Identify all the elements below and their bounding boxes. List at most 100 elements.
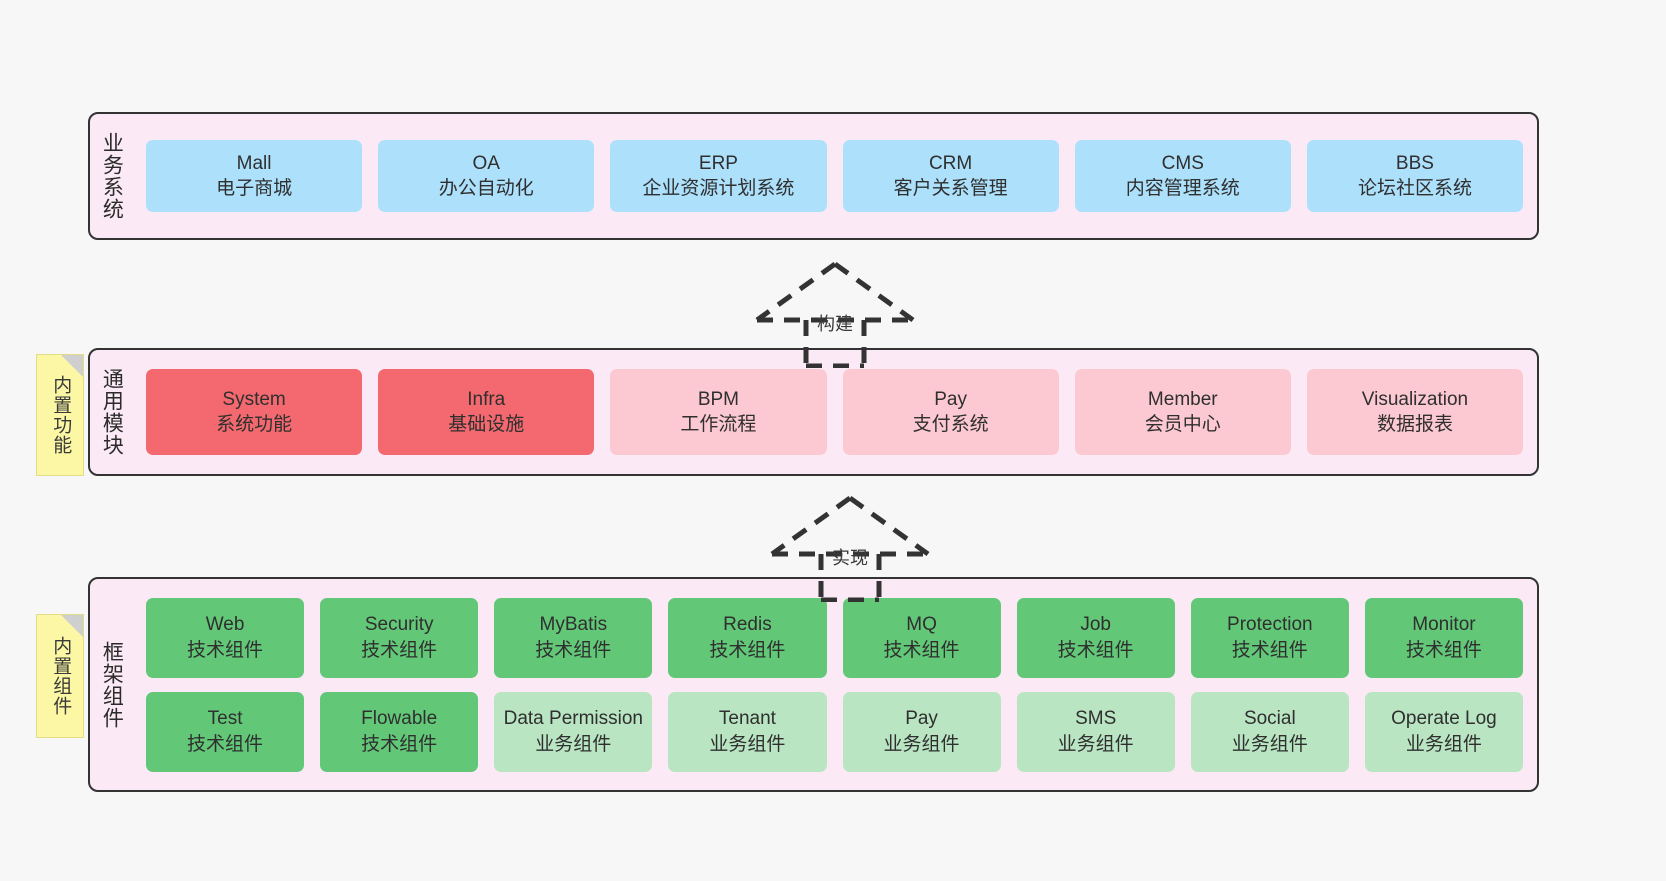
layer-title-framework: 框架组件 <box>100 640 124 729</box>
component-card[interactable]: MyBatis 技术组件 <box>494 597 653 678</box>
component-card[interactable]: Web 技术组件 <box>146 597 305 678</box>
component-card[interactable]: Social 业务组件 <box>1190 691 1349 772</box>
component-card-title: Social <box>1243 708 1296 730</box>
component-card-title: Test <box>207 708 243 730</box>
component-card[interactable]: BPM 工作流程 <box>610 369 827 455</box>
component-card-subtitle: 技术组件 <box>1057 639 1134 661</box>
component-card[interactable]: Redis 技术组件 <box>668 597 827 678</box>
component-card-title: MQ <box>906 614 937 636</box>
component-card-title: SMS <box>1075 708 1117 730</box>
sticky-note-builtin-features: 内置功能 <box>36 354 84 476</box>
component-card-subtitle: 技术组件 <box>187 639 264 661</box>
generalization-arrow-icon <box>755 261 915 368</box>
component-card[interactable]: Test 技术组件 <box>146 691 305 772</box>
component-card-subtitle: 企业资源计划系统 <box>642 178 795 199</box>
component-card-subtitle: 技术组件 <box>187 733 264 755</box>
component-card-title: CMS <box>1161 152 1204 174</box>
component-card-title: Operate Log <box>1391 708 1497 730</box>
component-card-subtitle: 业务组件 <box>883 733 960 755</box>
component-card-title: Infra <box>467 388 506 410</box>
component-card[interactable]: Mall 电子商城 <box>146 140 363 212</box>
component-card[interactable]: SMS 业务组件 <box>1016 691 1175 772</box>
component-card-subtitle: 技术组件 <box>1405 639 1482 661</box>
component-card[interactable]: Security 技术组件 <box>320 597 479 678</box>
component-card-title: Mall <box>236 152 272 174</box>
component-card[interactable]: Monitor 技术组件 <box>1364 597 1523 678</box>
component-card-subtitle: 工作流程 <box>680 414 757 435</box>
component-card-subtitle: 数据报表 <box>1376 414 1453 435</box>
component-card-subtitle: 会员中心 <box>1144 414 1221 435</box>
component-card-subtitle: 业务组件 <box>1405 733 1482 755</box>
component-card-subtitle: 内容管理系统 <box>1125 178 1240 199</box>
component-card[interactable]: Job 技术组件 <box>1016 597 1175 678</box>
component-card[interactable]: MQ 技术组件 <box>842 597 1001 678</box>
component-card[interactable]: Pay 支付系统 <box>842 369 1059 455</box>
component-card-subtitle: 技术组件 <box>1231 639 1308 661</box>
component-card[interactable]: Operate Log 业务组件 <box>1364 691 1523 772</box>
component-card-title: Visualization <box>1361 388 1469 410</box>
component-card[interactable]: CMS 内容管理系统 <box>1074 140 1291 212</box>
component-card[interactable]: Visualization 数据报表 <box>1306 369 1524 455</box>
component-card-title: ERP <box>698 152 738 174</box>
component-card[interactable]: Data Permission 业务组件 <box>494 691 653 772</box>
component-card-title: Flowable <box>361 708 438 730</box>
component-card-title: Job <box>1080 614 1111 636</box>
component-card-subtitle: 业务组件 <box>1231 733 1308 755</box>
component-card-subtitle: 业务组件 <box>1057 733 1134 755</box>
component-card-subtitle: 基础设施 <box>448 414 525 435</box>
component-card-title: Pay <box>934 388 967 410</box>
component-card-title: BPM <box>697 388 740 410</box>
connector-implement: 实现 <box>760 492 940 602</box>
component-card[interactable]: CRM 客户关系管理 <box>842 140 1059 212</box>
component-card[interactable]: ERP 企业资源计划系统 <box>610 140 827 212</box>
component-card-title: Security <box>364 614 434 636</box>
component-card-title: Web <box>205 614 245 636</box>
component-card-title: CRM <box>928 152 973 174</box>
component-card-title: Redis <box>723 614 772 636</box>
component-card-subtitle: 技术组件 <box>883 639 960 661</box>
component-card-subtitle: 电子商城 <box>216 178 293 199</box>
component-card-subtitle: 技术组件 <box>361 639 438 661</box>
connector-build: 构建 <box>745 258 925 368</box>
sticky-note-builtin-components: 内置组件 <box>36 614 84 738</box>
component-card-title: Protection <box>1227 614 1313 636</box>
layer-title-modules: 通用模块 <box>100 368 124 456</box>
component-card-subtitle: 技术组件 <box>535 639 612 661</box>
component-card[interactable]: Protection 技术组件 <box>1190 597 1349 678</box>
component-card-subtitle: 业务组件 <box>709 733 786 755</box>
component-card[interactable]: BBS 论坛社区系统 <box>1306 140 1524 212</box>
component-card[interactable]: Pay 业务组件 <box>842 691 1001 772</box>
component-card-title: BBS <box>1395 152 1434 174</box>
layer-title-business: 业务系统 <box>100 132 124 220</box>
component-card-title: Pay <box>905 708 938 730</box>
component-card-subtitle: 论坛社区系统 <box>1357 178 1472 199</box>
component-card-subtitle: 支付系统 <box>912 414 989 435</box>
component-card-subtitle: 技术组件 <box>709 639 786 661</box>
component-card-title: Data Permission <box>503 708 643 730</box>
component-card-subtitle: 业务组件 <box>535 733 612 755</box>
component-card-title: MyBatis <box>539 614 608 636</box>
component-card-title: System <box>222 388 286 410</box>
sticky-note-label: 内置组件 <box>50 636 72 716</box>
component-card-title: OA <box>472 152 500 174</box>
component-card[interactable]: Infra 基础设施 <box>378 369 595 455</box>
sticky-note-label: 内置功能 <box>50 375 72 455</box>
generalization-arrow-icon <box>770 495 930 602</box>
component-card-subtitle: 客户关系管理 <box>893 178 1008 199</box>
component-card-title: Monitor <box>1412 614 1476 636</box>
